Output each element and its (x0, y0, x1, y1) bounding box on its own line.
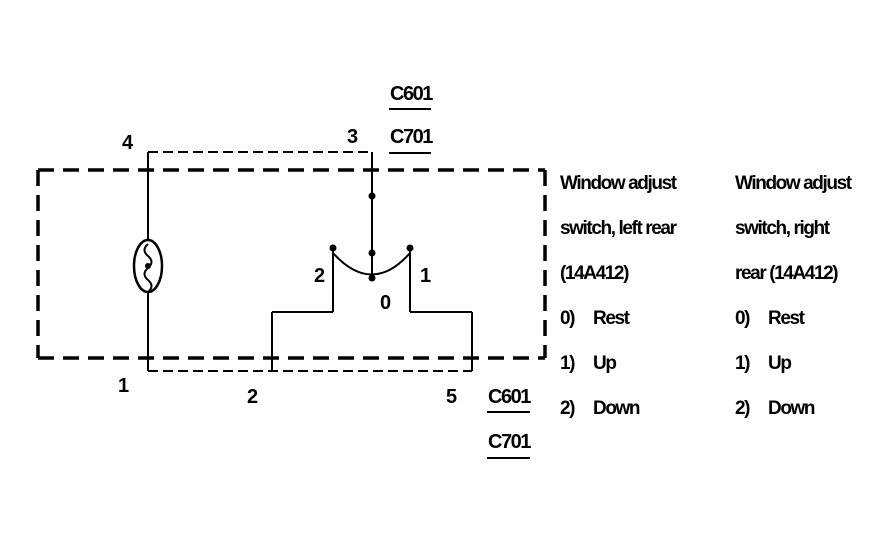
connector-label-bottom: C601 C701 (487, 386, 533, 459)
connector-top-secondary: C701 (390, 126, 433, 148)
legend-left-item-num: 1) (560, 353, 575, 374)
switch-position-0: 0 (380, 292, 391, 314)
lamp-circuit (132, 152, 164, 371)
pin-label-5: 5 (446, 386, 457, 408)
legend-right-item-label: Down (768, 398, 815, 419)
legend-right: Window adjust switch, right rear (14A412… (735, 173, 854, 419)
connector-bracket (148, 151, 472, 372)
legend-left-title-2: switch, left rear (560, 218, 678, 239)
legend-right-item-num: 1) (735, 353, 750, 374)
legend-left-title-1: Window adjust (560, 173, 678, 194)
legend-left-item-num: 0) (560, 308, 575, 329)
legend-left-item-label: Up (593, 353, 616, 374)
legend-right-title-2: switch, right (735, 218, 831, 239)
legend-left-item-num: 2) (560, 398, 575, 419)
component-boundary (36, 168, 547, 360)
pin-label-2: 2 (247, 386, 258, 408)
connector-bottom-secondary: C701 (488, 431, 531, 453)
legend-right-item-label: Rest (768, 308, 806, 329)
connector-bottom-primary: C601 (488, 386, 531, 408)
legend-right-item-label: Up (768, 353, 791, 374)
switch-position-1: 1 (420, 265, 431, 287)
pin-label-3: 3 (347, 126, 358, 148)
legend-left: Window adjust switch, left rear (14A412)… (560, 173, 679, 419)
legend-right-title-3: rear (14A412) (735, 263, 838, 284)
legend-left-item-label: Rest (593, 308, 631, 329)
lamp-icon (132, 238, 164, 294)
connector-top-primary: C601 (390, 83, 433, 105)
legend-right-item-num: 0) (735, 308, 750, 329)
switch-position-2: 2 (314, 265, 325, 287)
switch-common (368, 152, 376, 282)
legend-left-title-3: (14A412) (560, 263, 629, 284)
legend-left-item-label: Down (593, 398, 640, 419)
legend-right-title-1: Window adjust (735, 173, 853, 194)
connector-label-top: C601 C701 (389, 83, 435, 154)
legend-right-item-num: 2) (735, 398, 750, 419)
switch-contacts (271, 244, 473, 371)
pin-label-1: 1 (118, 375, 129, 397)
pin-label-4: 4 (122, 132, 134, 154)
